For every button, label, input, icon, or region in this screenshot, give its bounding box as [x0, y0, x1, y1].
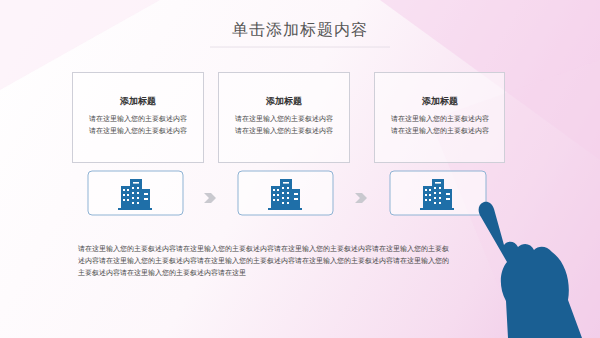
box-heading: 添加标题 — [79, 95, 197, 108]
icon-box — [88, 171, 183, 215]
box-body: 请在这里输入您的主要叙述内容 — [225, 113, 343, 125]
title-rule — [210, 47, 390, 48]
building-icon — [118, 179, 152, 210]
slide-title: 单击添加标题内容 — [0, 20, 600, 41]
body-paragraph: 请在这里输入您的主要叙述内容请在这里输入您的主要叙述内容请在这里输入您的主要叙述… — [78, 243, 454, 279]
hand-silhouette — [479, 202, 582, 338]
box-body: 请在这里输入您的主要叙述内容 — [79, 113, 197, 125]
content-box: 添加标题请在这里输入您的主要叙述内容请在这里输入您的主要叙述内容 — [218, 72, 350, 163]
box-heading: 添加标题 — [381, 95, 498, 108]
box-body: 请在这里输入您的主要叙述内容 — [381, 113, 498, 125]
building-icon — [420, 179, 454, 210]
chevron — [355, 193, 367, 203]
box-heading: 添加标题 — [225, 95, 343, 108]
icon-box — [390, 171, 486, 215]
chevron — [204, 193, 216, 203]
box-body: 请在这里输入您的主要叙述内容 — [381, 125, 498, 137]
icon-box — [238, 171, 333, 215]
box-body: 请在这里输入您的主要叙述内容 — [225, 125, 343, 137]
content-box: 添加标题请在这里输入您的主要叙述内容请在这里输入您的主要叙述内容 — [72, 72, 204, 163]
content-box: 添加标题请在这里输入您的主要叙述内容请在这里输入您的主要叙述内容 — [374, 72, 505, 163]
box-body: 请在这里输入您的主要叙述内容 — [79, 125, 197, 137]
building-icon — [268, 179, 302, 210]
